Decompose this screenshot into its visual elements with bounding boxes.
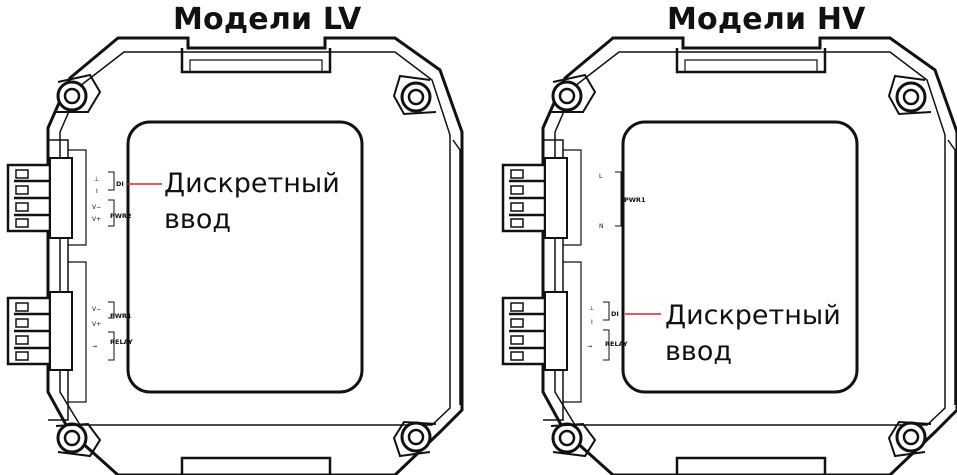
hv-callout: Дискретный ввод <box>665 298 841 370</box>
hv-term-l: L <box>599 173 603 180</box>
hv-group-pwr1: PWR1 <box>624 196 646 204</box>
hv-term-relay: → <box>587 343 592 350</box>
hv-term-n: N <box>599 223 604 230</box>
lv-term-b-relay: → <box>92 343 97 350</box>
lv-callout-line2: ввод <box>164 204 232 235</box>
lv-term-gnd: ⊥ <box>94 176 99 183</box>
lv-term-vplus: V+ <box>92 216 101 223</box>
hv-callout-line1: Дискретный <box>665 300 841 331</box>
hv-group-relay: RELAY <box>605 340 628 348</box>
hv-title: Модели HV <box>667 2 866 37</box>
lv-term-b-vplus: V+ <box>92 321 101 328</box>
hv-callout-line2: ввод <box>665 336 733 367</box>
lv-device: ⊥ I V− V+ DI PWR2 V− V+ → PWR1 RELAY <box>6 36 464 475</box>
lv-term-b-vminus: V− <box>92 306 101 313</box>
hv-term-gnd: ⊥ <box>589 305 594 312</box>
lv-group-pwr2: PWR2 <box>110 212 131 220</box>
hv-device: L N PWR1 ⊥ I → DI RELAY <box>501 36 957 475</box>
lv-term-i: I <box>96 188 98 195</box>
lv-title: Модели LV <box>173 2 362 37</box>
lv-term-vminus: V− <box>92 204 101 211</box>
hv-term-i: I <box>591 319 593 326</box>
lv-group-relay: RELAY <box>110 338 133 346</box>
lv-group-pwr1: PWR1 <box>110 312 132 320</box>
hv-group-di: DI <box>611 310 619 318</box>
lv-group-di: DI <box>116 180 124 188</box>
lv-callout: Дискретный ввод <box>164 166 340 238</box>
lv-callout-line1: Дискретный <box>164 168 340 199</box>
